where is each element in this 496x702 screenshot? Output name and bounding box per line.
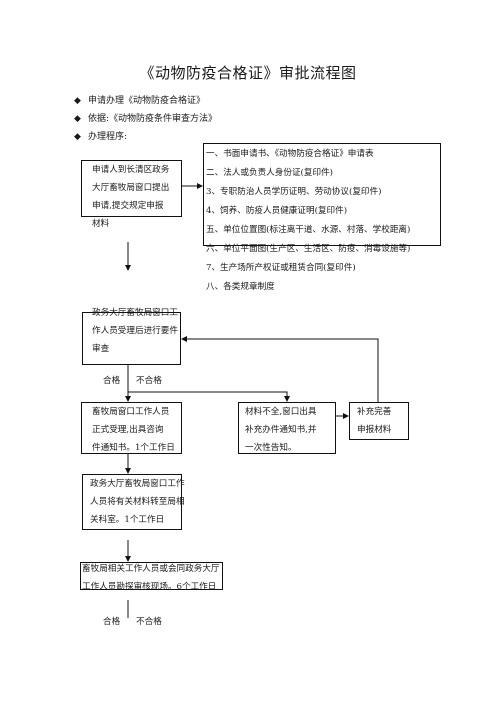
fail-notice-box [238, 402, 336, 454]
step4-box [80, 562, 223, 590]
fail-notice-text: 材料不全,窗口出具 补充办件通知书,并 一次性告知。 [245, 407, 317, 453]
resubmit-line [181, 336, 379, 402]
materials-item: 五、单位位置图(标注离干道、水源、村落、学校距离) [206, 225, 411, 235]
materials-item: 八、各类规章制度 [206, 282, 275, 292]
materials-item: 二、法人或负责人身份证(复印件) [206, 168, 334, 178]
bullet-apply: ◆申请办理《动物防疫合格证》 [74, 96, 206, 106]
materials-item: 一、书面申请书、《动物防疫合格证》申请表 [206, 149, 374, 159]
diamond-bullet-icon: ◆ [74, 96, 81, 106]
materials-list: 一、书面申请书、《动物防疫合格证》申请表 二、法人或负责人身份证(复印件) 3、… [206, 145, 410, 297]
branch1-pass-label: 合格 [103, 376, 121, 386]
step3-text: 政务大厅畜牧局窗口工作 人员将有关材料转至局相 关科室。1个工作日 [90, 479, 185, 525]
step2-text: 畜牧局窗口工作人员 正式受理,出具咨询 件通知书。1个工作日 [92, 407, 175, 453]
step1-box [82, 312, 181, 365]
branch2-fail-label: 不合格 [136, 617, 162, 627]
diamond-bullet-icon: ◆ [74, 132, 81, 142]
diamond-bullet-icon: ◆ [74, 114, 81, 124]
supplement-box [349, 402, 409, 440]
step3-box [82, 474, 182, 530]
branch2-pass-label: 合格 [103, 617, 121, 627]
branch1-fail-line [128, 391, 290, 402]
bullet-basis: ◆依据:《动物防疫条件审查方法》 [74, 114, 218, 124]
step2-box [81, 402, 182, 454]
applicant-text: 申请人到长清区政务 大厅畜牧局窗口提出 申请,提交规定申报 材料 [92, 165, 170, 229]
materials-item: 4、饲养、防疫人员健康证明(复印件) [206, 206, 348, 216]
page-title: 《动物防疫合格证》审批流程图 [139, 64, 357, 82]
step1-text: 政务大厅畜牧局窗口工 作人员受理后进行要件 审查 [92, 308, 178, 354]
materials-item: 7、生产场所产权证或租赁合同(复印件) [206, 263, 356, 273]
applicant-box [81, 160, 182, 217]
step4-text: 畜牧局相关工作人员或会同政务大厅 工作人员勘探审核现场。6个工作日 [82, 564, 220, 592]
supplement-text: 补充完善 申报材料 [357, 407, 392, 435]
bullet-procedure: ◆办理程序: [74, 132, 128, 142]
branch1-fail-label: 不合格 [136, 376, 162, 386]
materials-item: 六、单位平面图(生产区、生活区、防疫、消毒设施等) [206, 244, 411, 254]
materials-box [203, 143, 441, 246]
materials-item: 3、专职防治人员学历证明、劳动协议(复印件) [206, 187, 382, 197]
